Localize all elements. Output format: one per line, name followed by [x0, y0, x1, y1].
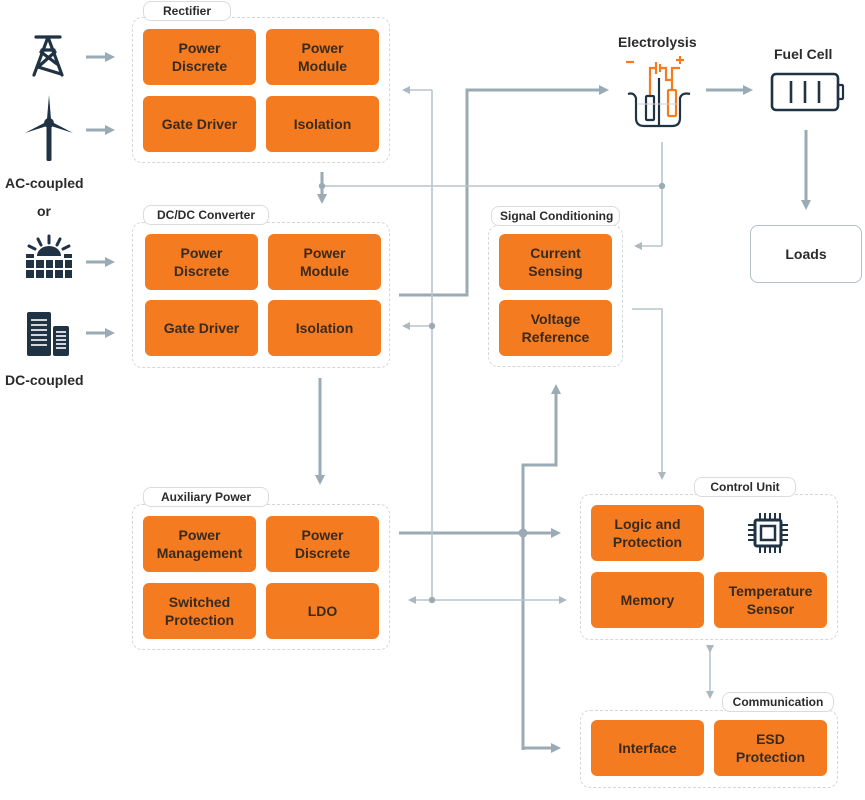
- wind-turbine-icon: [25, 95, 73, 161]
- junction-dot: [428, 322, 436, 330]
- junction-dot: [428, 596, 436, 604]
- arrow-signal-to-control: [632, 308, 666, 480]
- electrolysis-label: Electrolysis: [618, 34, 697, 50]
- or-label: or: [37, 203, 51, 219]
- electrolysis-icon: [626, 56, 691, 128]
- solar-panel-icon: [26, 234, 72, 278]
- battery-rack-icon: [27, 312, 69, 356]
- rectifier-gate-driver[interactable]: Gate Driver: [143, 96, 256, 152]
- rectifier-isolation[interactable]: Isolation: [266, 96, 379, 152]
- temperature-sensor[interactable]: Temperature Sensor: [714, 572, 827, 628]
- rectifier-power-module[interactable]: Power Module: [266, 29, 379, 85]
- dcdc-power-discrete[interactable]: Power Discrete: [145, 234, 258, 290]
- communication-group: [580, 710, 838, 788]
- fuel-cell-label: Fuel Cell: [774, 46, 833, 62]
- voltage-reference[interactable]: Voltage Reference: [499, 300, 612, 356]
- aux-power-discrete[interactable]: Power Discrete: [266, 516, 379, 572]
- source-arrows: [86, 52, 115, 338]
- dcdc-isolation[interactable]: Isolation: [268, 300, 381, 356]
- esd-protection[interactable]: ESD Protection: [714, 720, 827, 776]
- current-sensing[interactable]: Current Sensing: [499, 234, 612, 290]
- aux-ldo[interactable]: LDO: [266, 583, 379, 639]
- interface[interactable]: Interface: [591, 720, 704, 776]
- fuel-cell-battery-icon: [770, 72, 845, 112]
- junction-dot: [658, 182, 666, 190]
- dc-coupled-label: DC-coupled: [5, 372, 84, 388]
- memory[interactable]: Memory: [591, 572, 704, 628]
- aux-power-management[interactable]: Power Management: [143, 516, 256, 572]
- junction-dot: [318, 182, 326, 190]
- ac-coupled-label: AC-coupled: [5, 175, 84, 191]
- control-unit-title: Control Unit: [694, 477, 796, 497]
- loads-box[interactable]: Loads: [750, 225, 862, 283]
- junction-dot: [518, 528, 528, 538]
- dcdc-title: DC/DC Converter: [143, 205, 269, 225]
- auxiliary-title: Auxiliary Power: [143, 487, 269, 507]
- logic-and-protection[interactable]: Logic and Protection: [591, 505, 704, 561]
- dcdc-gate-driver[interactable]: Gate Driver: [145, 300, 258, 356]
- rectifier-group: [132, 17, 390, 163]
- arrow-aux-to-signal: [521, 384, 561, 750]
- power-tower-icon: [32, 35, 64, 77]
- communication-title: Communication: [722, 692, 834, 712]
- rectifier-power-discrete[interactable]: Power Discrete: [143, 29, 256, 85]
- signal-conditioning-title: Signal Conditioning: [491, 206, 620, 226]
- microchip-icon: [748, 513, 788, 553]
- dcdc-power-module[interactable]: Power Module: [268, 234, 381, 290]
- rectifier-title: Rectifier: [143, 1, 231, 21]
- aux-switched-protection[interactable]: Switched Protection: [143, 583, 256, 639]
